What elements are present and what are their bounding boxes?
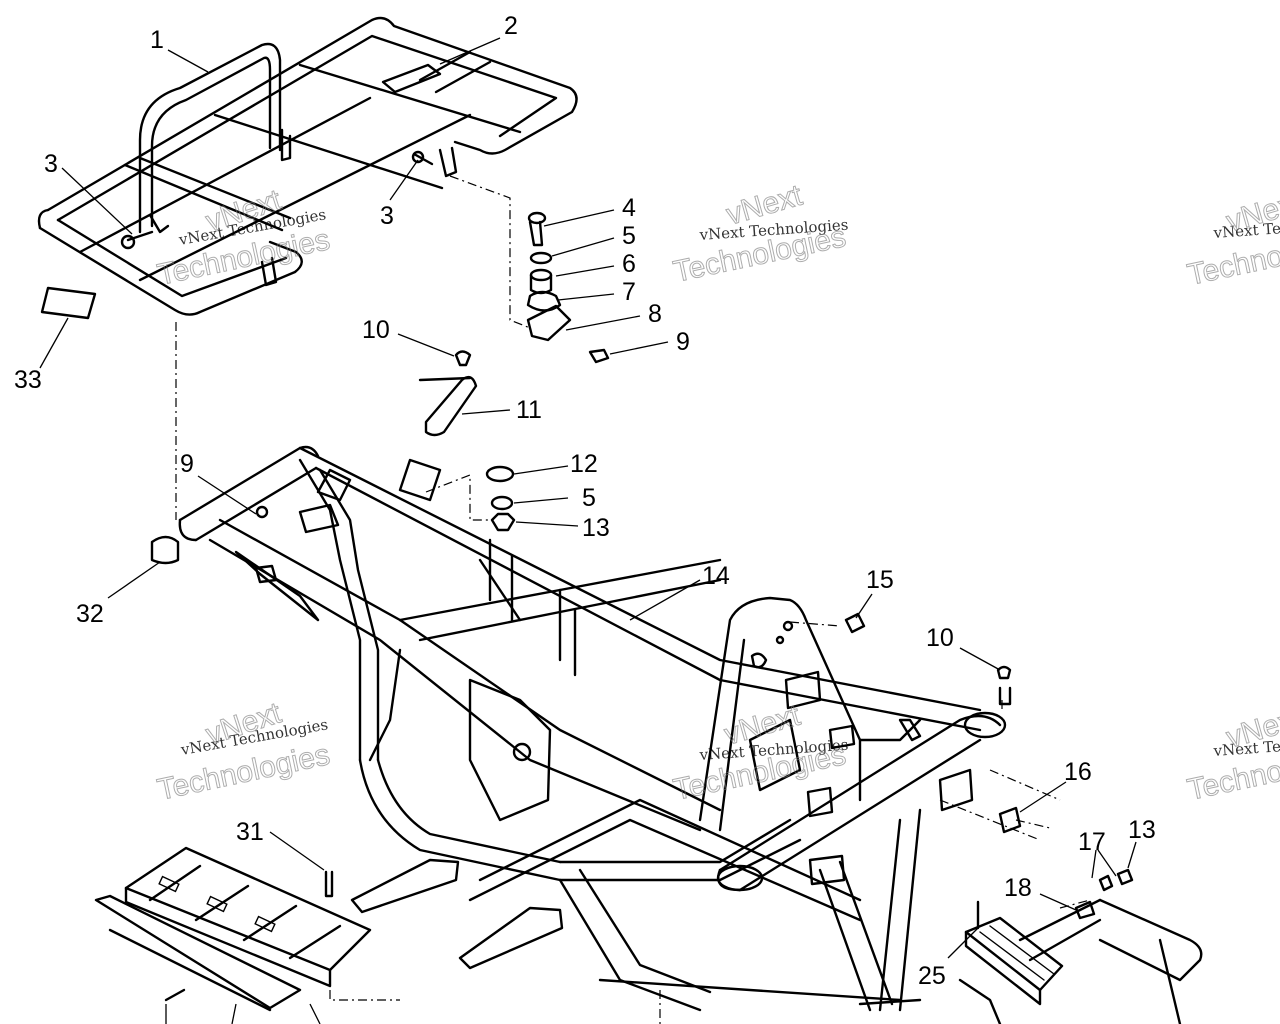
callout-13a: 13 xyxy=(582,514,610,542)
callout-13b: 13 xyxy=(1128,816,1156,844)
callout-9a: 9 xyxy=(676,328,690,356)
callout-3b: 3 xyxy=(380,202,394,230)
main-frame xyxy=(178,445,1203,1024)
callout-18: 18 xyxy=(1004,874,1032,902)
callout-12: 12 xyxy=(570,450,598,478)
callout-16: 16 xyxy=(1064,758,1092,786)
callout-7: 7 xyxy=(622,278,636,306)
callout-8: 8 xyxy=(648,300,662,328)
hardware-stack xyxy=(120,150,1134,1002)
callout-14: 14 xyxy=(702,562,730,590)
assembly-lines xyxy=(175,175,1091,1024)
callout-5a: 5 xyxy=(622,222,636,250)
callout-11: 11 xyxy=(516,396,542,424)
callout-33: 33 xyxy=(14,366,42,394)
rear-rack xyxy=(37,16,578,316)
callout-17: 17 xyxy=(1078,828,1106,856)
callout-15: 15 xyxy=(866,566,894,594)
reflectors xyxy=(40,63,442,320)
front-skid-plate xyxy=(94,846,372,1012)
callout-10b: 10 xyxy=(926,624,954,652)
callout-3a: 3 xyxy=(44,150,58,178)
leader-lines xyxy=(39,37,1137,1024)
callout-2: 2 xyxy=(504,12,518,40)
callout-1: 1 xyxy=(150,26,164,54)
footrest-pad xyxy=(958,916,1064,1024)
callout-32: 32 xyxy=(76,600,104,628)
callout-9b: 9 xyxy=(180,450,194,478)
callout-25: 25 xyxy=(918,962,946,990)
callout-6: 6 xyxy=(622,250,636,278)
callout-10a: 10 xyxy=(362,316,390,344)
callout-5b: 5 xyxy=(582,484,596,512)
callout-31: 31 xyxy=(236,818,264,846)
callout-labels: 1 2 3 3 4 5 6 7 8 9 10 11 9 12 5 13 32 3… xyxy=(14,12,1156,990)
callout-4: 4 xyxy=(622,194,636,222)
